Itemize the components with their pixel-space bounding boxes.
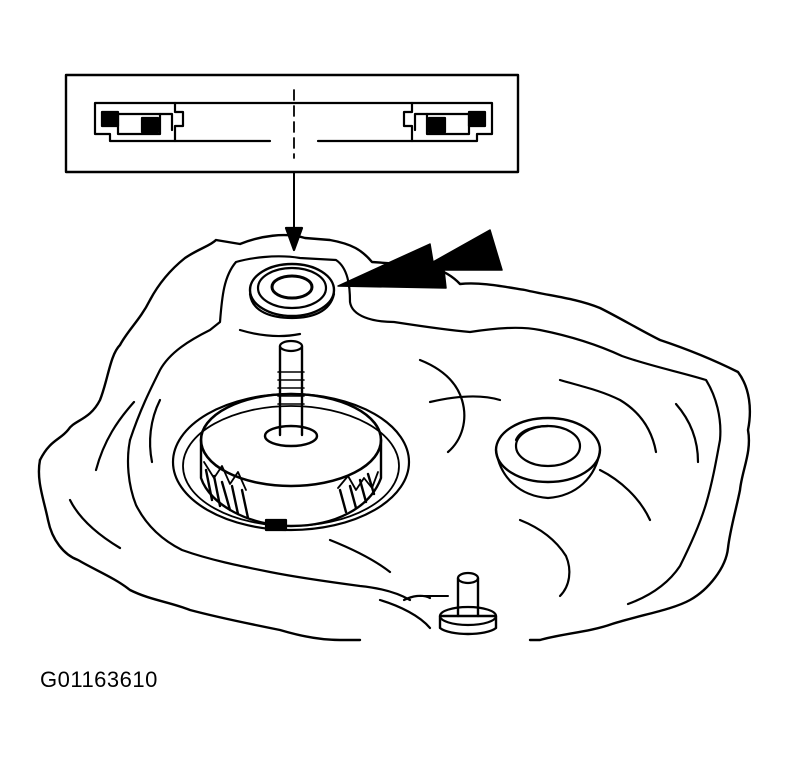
case-outline (37, 233, 752, 642)
pointer-arrow (337, 229, 503, 289)
right-seal-profile (402, 101, 494, 143)
seal-cross-section-inset (64, 73, 520, 174)
bearing-bore (494, 416, 602, 500)
leader-arrow (284, 171, 304, 252)
bolt (402, 571, 498, 636)
left-seal-profile (93, 101, 185, 143)
gear-assembly (171, 339, 411, 532)
figure-id-label: G01163610 (40, 667, 158, 692)
oil-seal (248, 262, 336, 320)
inset-frame (64, 73, 520, 174)
